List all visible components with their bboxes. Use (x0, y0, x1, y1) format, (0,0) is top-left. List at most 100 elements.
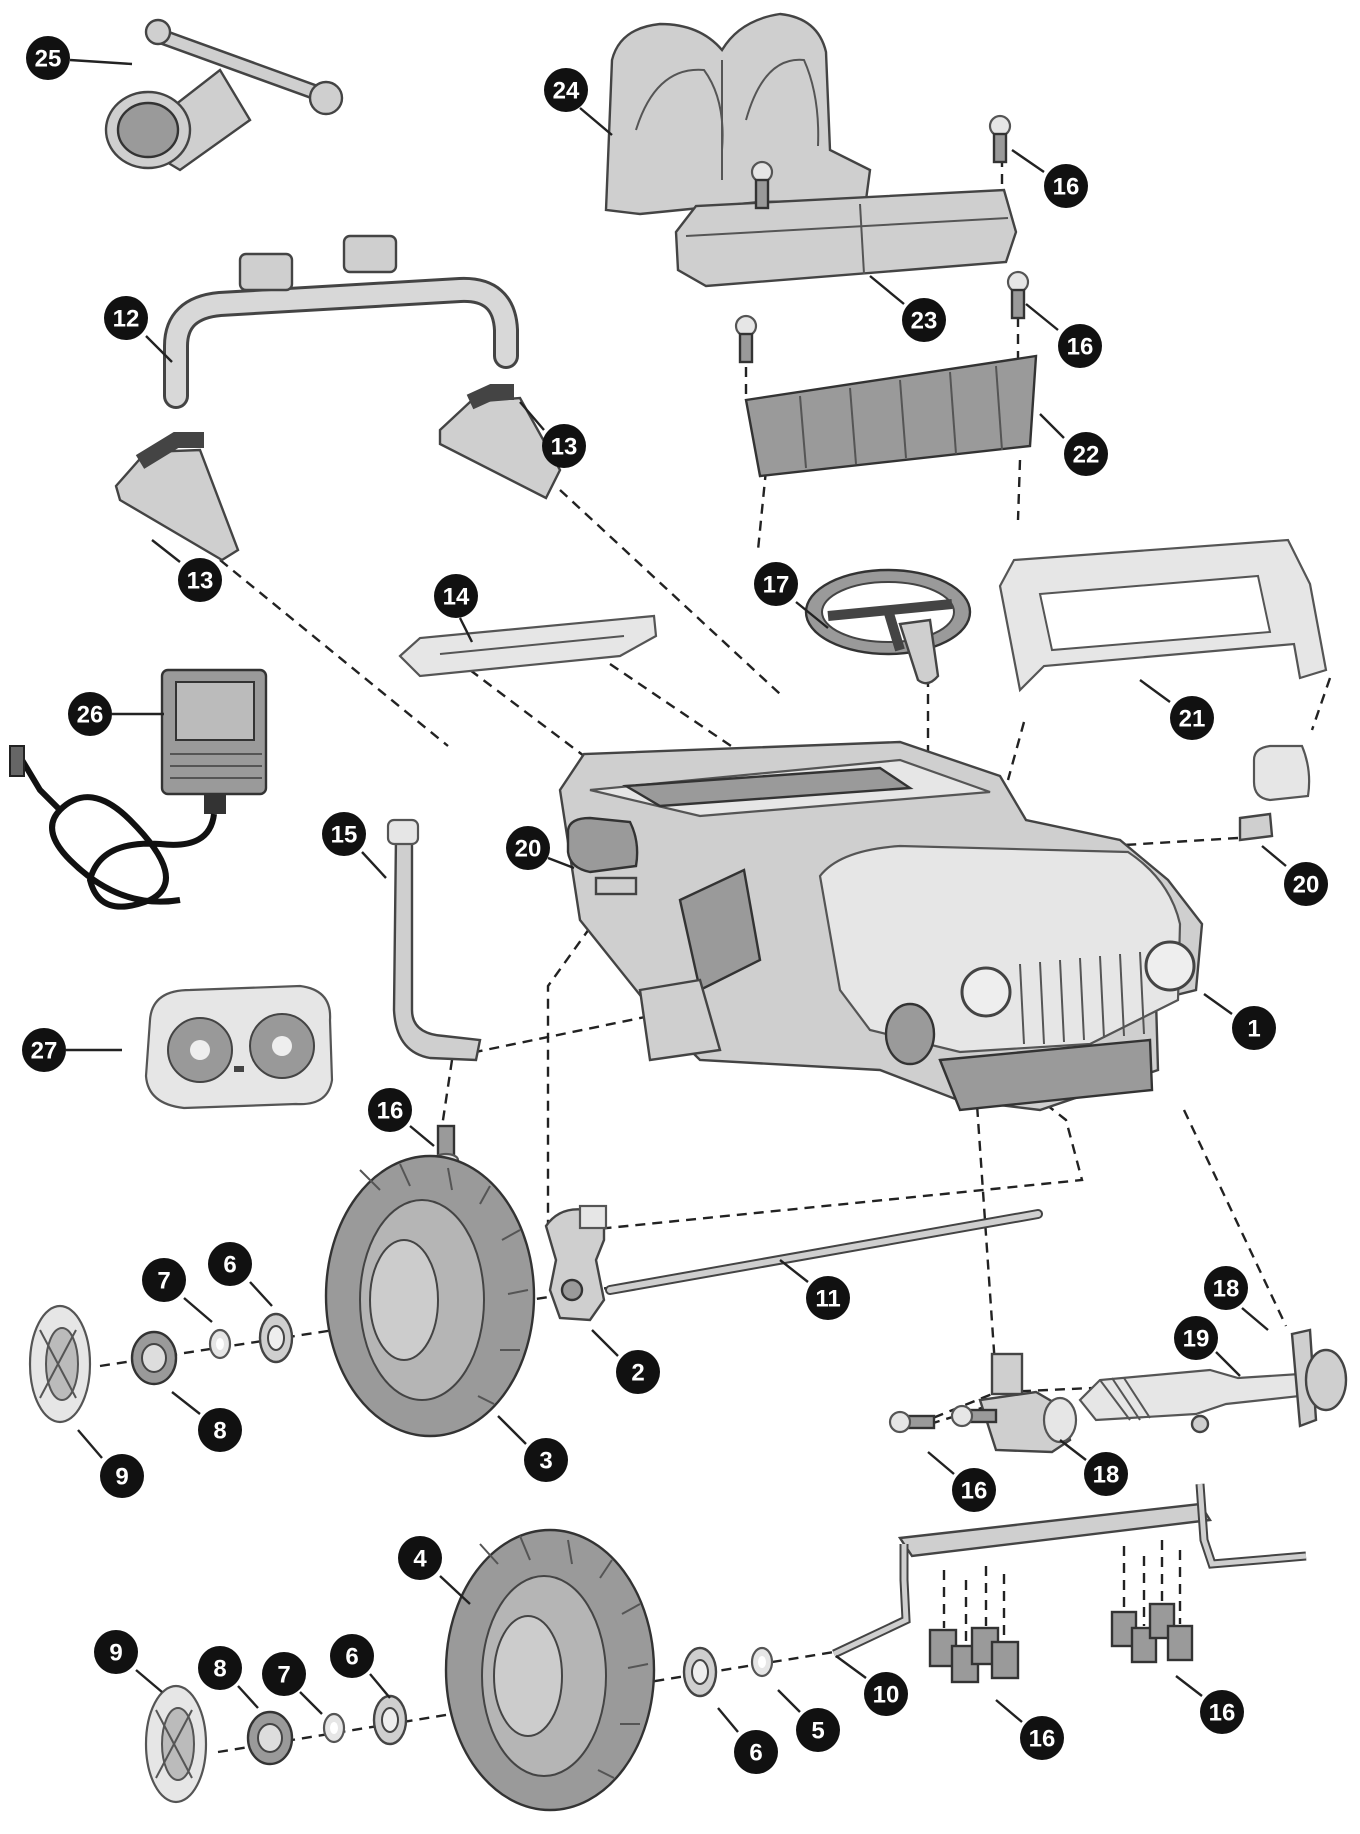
callout-badge (262, 1652, 306, 1696)
callout-leader-line (717, 1707, 739, 1733)
callout-24-1: 24 (544, 68, 613, 136)
callout-badge (368, 1088, 412, 1132)
callout-label: 19 (1183, 1326, 1210, 1353)
callout-label: 23 (911, 308, 938, 335)
mirror-left-part (566, 816, 639, 896)
callout-badge (734, 1730, 778, 1774)
callout-leader-line (249, 1281, 273, 1307)
callout-label: 20 (515, 836, 542, 863)
callout-badge (864, 1672, 908, 1716)
callout-badge (398, 1536, 442, 1580)
callout-badge (1170, 696, 1214, 740)
callout-leader-line (835, 1655, 867, 1679)
callout-label: 24 (553, 78, 580, 105)
wrench-icon (104, 18, 344, 172)
callout-11-22: 11 (779, 1259, 850, 1320)
bushing-lower (372, 1694, 408, 1746)
callout-label: 14 (443, 584, 470, 611)
callout-label: 7 (277, 1662, 290, 1689)
screw-top-3 (1006, 270, 1030, 320)
callout-leader-line (795, 601, 829, 629)
axle-screws-left (928, 1566, 1020, 1684)
charger-icon (9, 668, 268, 910)
steering-link-part (1078, 1328, 1348, 1434)
hub-cap-lower (144, 1684, 208, 1804)
callout-8-25: 8 (171, 1391, 242, 1452)
washer-lower-inner (750, 1646, 774, 1678)
callout-leader-line (1241, 1307, 1269, 1331)
callout-badge (322, 812, 366, 856)
callout-label: 8 (213, 1418, 226, 1445)
callout-badge (754, 562, 798, 606)
callout-leader-line (779, 1259, 809, 1283)
callout-leader-line (171, 1391, 201, 1415)
axle-screws-right (1110, 1540, 1194, 1664)
steering-wheel-part (804, 568, 972, 685)
dash-plate-part (398, 614, 658, 678)
nut-upper (130, 1330, 178, 1386)
callout-badge (434, 574, 478, 618)
callout-label: 22 (1073, 442, 1100, 469)
bracket-part-lower (978, 1390, 1078, 1454)
callout-badge (94, 1630, 138, 1674)
callout-leader-line (777, 1689, 801, 1713)
callout-badge (1058, 324, 1102, 368)
roll-bar-part (163, 234, 519, 409)
callout-badge (542, 424, 586, 468)
callout-leader-line (69, 58, 133, 66)
callout-label: 18 (1093, 1462, 1120, 1489)
gearbox-part (544, 1204, 608, 1322)
screw-bracket-2 (950, 1404, 998, 1428)
callout-badge (1200, 1690, 1244, 1734)
callout-label: 6 (223, 1252, 236, 1279)
callout-badge (26, 36, 70, 80)
callout-6-38: 6 (717, 1707, 778, 1774)
callout-badge (1284, 862, 1328, 906)
callout-leader-line (1025, 303, 1059, 331)
callout-22-7: 22 (1039, 413, 1108, 476)
callout-badge (524, 1438, 568, 1482)
nut-lower (246, 1710, 294, 1766)
callout-25-0: 25 (26, 36, 133, 80)
callout-leader-line (237, 1685, 259, 1709)
callout-27-17: 27 (22, 1028, 122, 1072)
callout-13-6: 13 (519, 401, 586, 468)
callout-10-35: 10 (835, 1655, 908, 1716)
callout-label: 27 (31, 1038, 58, 1065)
callout-badge (1044, 164, 1088, 208)
callout-12-3: 12 (104, 296, 173, 363)
callout-label: 5 (811, 1718, 824, 1745)
callout-21-12: 21 (1139, 679, 1214, 740)
callout-badge (1204, 1266, 1248, 1310)
callout-leader-line (1175, 1675, 1203, 1697)
callout-badge (1020, 1716, 1064, 1760)
callout-26-11: 26 (68, 692, 164, 736)
callout-label: 21 (1179, 706, 1206, 733)
callout-leader-line (591, 1329, 619, 1357)
callout-leader-line (869, 275, 905, 305)
roll-bar-mount-left (114, 432, 240, 562)
callout-leader-line (135, 1669, 163, 1693)
callout-leader-line (458, 617, 474, 643)
callout-1-16: 1 (1203, 993, 1276, 1050)
callout-7-20: 7 (142, 1258, 213, 1323)
callout-label: 6 (345, 1644, 358, 1671)
callout-17-9: 17 (754, 562, 829, 629)
screw-bracket-1 (888, 1410, 936, 1434)
callout-leader-line (1261, 845, 1287, 867)
callout-label: 26 (77, 702, 104, 729)
bracket-part-upper (990, 1352, 1024, 1396)
bushing-upper (258, 1312, 294, 1364)
screw-top-1 (750, 160, 774, 210)
callout-9-28: 9 (77, 1429, 144, 1498)
callout-label: 9 (115, 1464, 128, 1491)
callout-leader-line (1203, 993, 1233, 1015)
callout-8-32: 8 (198, 1646, 259, 1709)
callout-label: 10 (873, 1682, 900, 1709)
callout-badge (198, 1646, 242, 1690)
callout-badge (1174, 1316, 1218, 1360)
callout-leader-line (547, 856, 575, 870)
callout-2-24: 2 (591, 1329, 660, 1394)
